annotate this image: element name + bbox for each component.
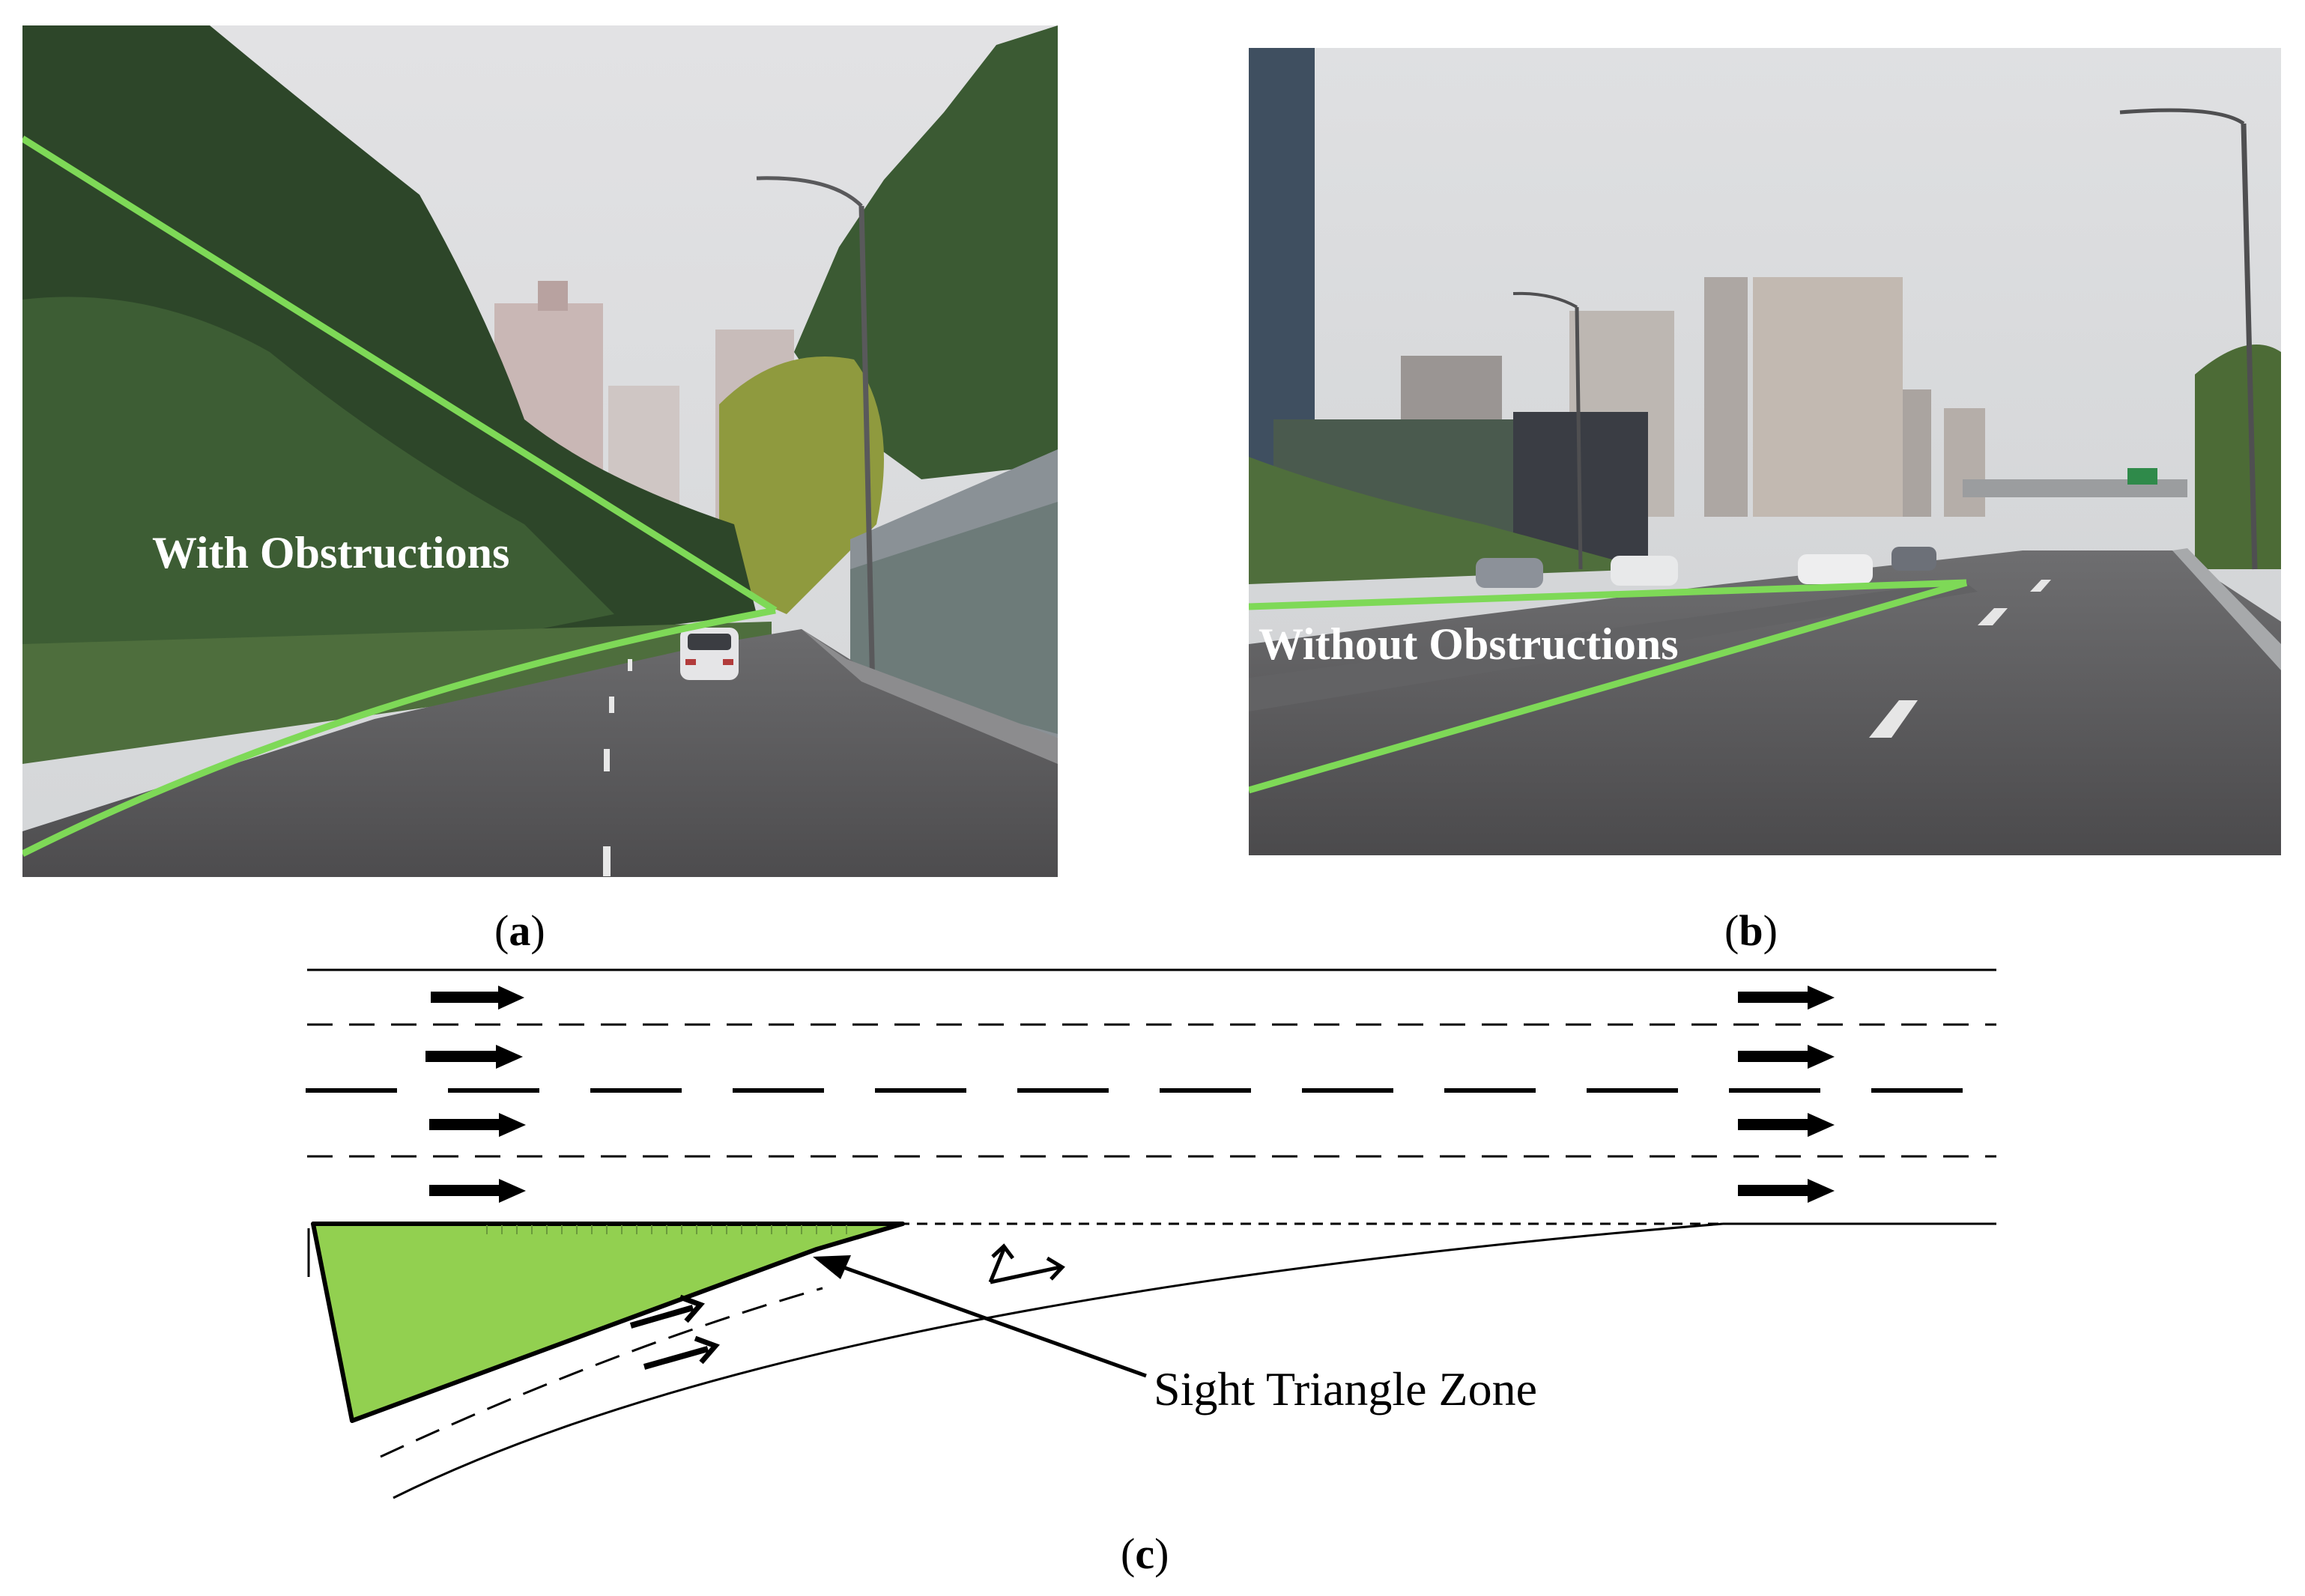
caption-c: (c)	[1121, 1529, 1169, 1578]
car-a	[680, 628, 739, 680]
street-lamp-a	[858, 205, 876, 694]
merge-arrow-symbol	[988, 1243, 1065, 1284]
ramp-arrows	[629, 1294, 720, 1370]
sight-lines-a	[22, 136, 778, 858]
ramp-dashed-line	[380, 1287, 823, 1458]
lane-dashes-b	[1869, 580, 2051, 738]
arrow-lane2-right	[1738, 1045, 1835, 1069]
arrow-lane3-right	[1738, 1113, 1835, 1137]
sight-triangle-hatch	[479, 1225, 858, 1234]
photo-panel-a: With Obstructions	[22, 25, 1058, 877]
street-lamps-b	[1512, 108, 2258, 570]
overlay-label-a: With Obstructions	[152, 528, 509, 577]
caption-b: (b)	[1724, 906, 1778, 955]
road-surface-b	[1249, 550, 2281, 855]
arrow-lane3-left	[429, 1113, 526, 1137]
sight-triangle-label: Sight Triangle Zone	[1154, 1362, 1537, 1416]
zone-pointer-arrow	[813, 1255, 1147, 1378]
glass-tower-b	[1249, 48, 1315, 467]
arrow-lane2-left	[425, 1045, 523, 1069]
schematic-panel-c: Sight Triangle Zone	[306, 968, 1996, 1499]
lane-dashes-a	[603, 659, 632, 876]
cars-b	[1476, 547, 1936, 588]
photo-panel-b: Without Obstructions	[1249, 48, 2281, 855]
overlay-label-b: Without Obstructions	[1258, 619, 1679, 669]
arrow-lane4-left	[429, 1179, 526, 1203]
road-surface-a	[22, 629, 1058, 877]
traffic-arrows	[425, 986, 1835, 1203]
sight-triangle	[311, 1222, 905, 1423]
sight-lines-b	[1249, 579, 1968, 794]
arrow-lane4-right	[1738, 1179, 1835, 1203]
ramp-outer-edge	[393, 1222, 1724, 1499]
arrow-lane1-left	[431, 986, 524, 1010]
arrow-lane1-right	[1738, 986, 1835, 1010]
caption-a: (a)	[494, 906, 545, 955]
